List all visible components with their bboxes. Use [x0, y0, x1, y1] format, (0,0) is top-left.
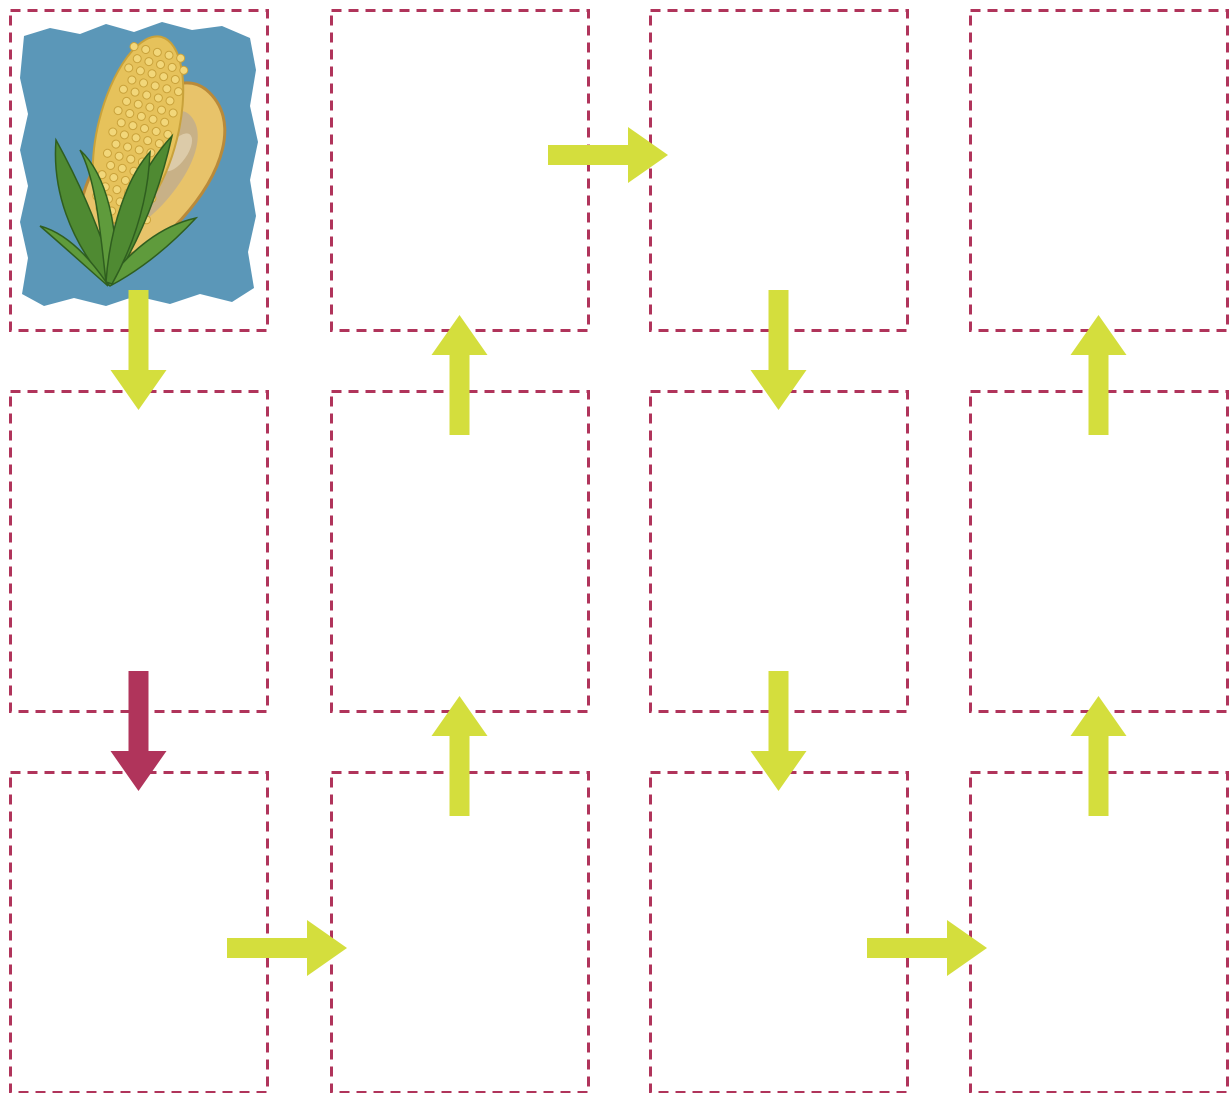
dashed-box — [969, 771, 1229, 1093]
corn-leaf — [54, 137, 113, 284]
cell-r1-c2 — [649, 390, 909, 713]
flow-arrow — [750, 671, 807, 791]
arrow-shape — [1070, 315, 1127, 435]
dashed-box — [649, 771, 909, 1093]
cell-r0-c3 — [969, 9, 1229, 332]
arrow-shape — [110, 671, 167, 791]
flow-arrow — [110, 671, 167, 791]
dashed-box — [330, 9, 590, 332]
arrow-shape — [867, 920, 987, 976]
dashed-box — [649, 390, 909, 713]
arrow-shape — [750, 290, 807, 410]
cell-r2-c3 — [969, 771, 1229, 1093]
arrow-shape — [431, 696, 488, 816]
dashed-box — [9, 390, 269, 713]
cell-r1-c3 — [969, 390, 1229, 713]
dashed-box — [969, 9, 1229, 332]
dashed-box — [649, 9, 909, 332]
cell-r0-c1 — [330, 9, 590, 332]
arrow-shape — [1070, 696, 1127, 816]
flow-arrow — [431, 696, 488, 816]
flow-arrow — [110, 290, 167, 410]
cell-r2-c0 — [9, 771, 269, 1093]
dashed-box — [330, 771, 590, 1093]
arrow-shape — [750, 671, 807, 791]
cell-r0-c2 — [649, 9, 909, 332]
flow-arrow — [548, 127, 668, 183]
arrow-shape — [431, 315, 488, 435]
arrow-shape — [548, 127, 668, 183]
cell-r1-c1 — [330, 390, 590, 713]
flow-arrow — [750, 290, 807, 410]
cell-r1-c0 — [9, 390, 269, 713]
flow-arrow — [1070, 315, 1127, 435]
corn-leaf — [39, 225, 109, 287]
corn-leaf — [105, 149, 151, 285]
corn-leaf — [104, 216, 199, 287]
flow-arrow — [867, 920, 987, 976]
cell-r2-c1 — [330, 771, 590, 1093]
flow-arrow — [1070, 696, 1127, 816]
flow-arrow — [431, 315, 488, 435]
dashed-box — [330, 390, 590, 713]
arrow-shape — [110, 290, 167, 410]
cell-r2-c2 — [649, 771, 909, 1093]
dashed-box — [969, 390, 1229, 713]
flow-arrow — [227, 920, 347, 976]
corn-image — [39, 35, 199, 287]
arrow-shape — [227, 920, 347, 976]
dashed-box — [9, 771, 269, 1093]
